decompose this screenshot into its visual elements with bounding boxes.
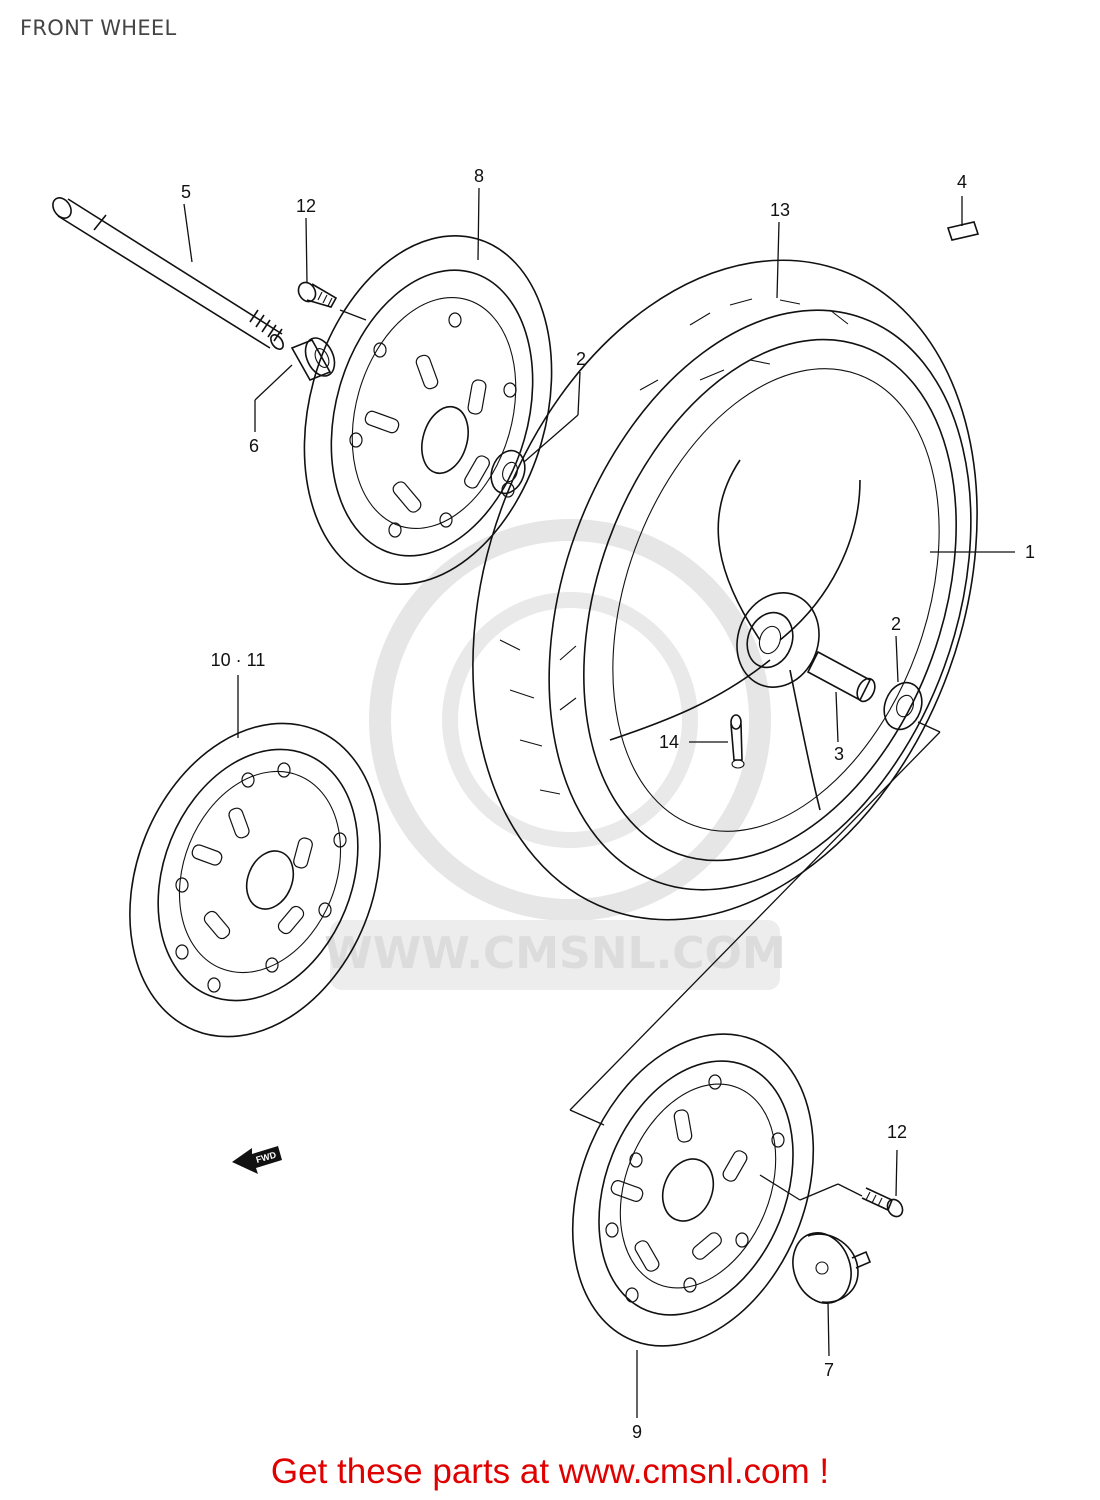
callout-10-11: 10 · 11: [211, 650, 266, 670]
part-brake-disc-right: [571, 1033, 815, 1347]
watermark: WWW.CMSNL.COM: [324, 519, 786, 990]
callout-7: 7: [824, 1360, 834, 1380]
callout-12-top: 12: [296, 196, 316, 216]
part-bearing-right: [883, 681, 923, 731]
cta-link[interactable]: Get these parts at www.cmsnl.com !: [270, 1452, 830, 1491]
callout-8: 8: [474, 166, 484, 186]
callout-labels: 5 12 6 8 2 13 4 1 2 3 14 10 · 11 12 7 9: [181, 166, 1035, 1442]
part-bearing-left: [490, 449, 526, 495]
callout-1: 1: [1025, 542, 1035, 562]
callout-6: 6: [249, 436, 259, 456]
callout-3: 3: [834, 744, 844, 764]
part-bolt-bottom: [861, 1187, 904, 1218]
part-axle: [52, 197, 284, 350]
callout-5: 5: [181, 182, 191, 202]
callout-2-left: 2: [576, 349, 586, 369]
part-brake-disc-alt: [129, 722, 381, 1038]
callout-2-right: 2: [891, 614, 901, 634]
part-spacer: [290, 337, 336, 382]
part-brake-disc-left: [303, 235, 553, 585]
callout-9: 9: [632, 1422, 642, 1442]
part-tire-and-wheel: [472, 259, 978, 921]
part-speedometer-gearbox: [792, 1232, 872, 1304]
callout-4: 4: [957, 172, 967, 192]
part-balance-weight: [946, 221, 980, 241]
leader-lines: [183, 187, 1015, 1418]
part-tire-valve: [730, 714, 745, 769]
page-title: FRONT WHEEL: [20, 16, 177, 40]
watermark-text: WWW.CMSNL.COM: [324, 928, 786, 979]
callout-12-bottom: 12: [887, 1122, 907, 1142]
forward-direction-arrow: FWD: [232, 1146, 282, 1174]
part-hub-spacer: [806, 650, 876, 703]
callout-14: 14: [659, 732, 679, 752]
part-bolt-top: [297, 281, 338, 308]
callout-13: 13: [770, 200, 790, 220]
